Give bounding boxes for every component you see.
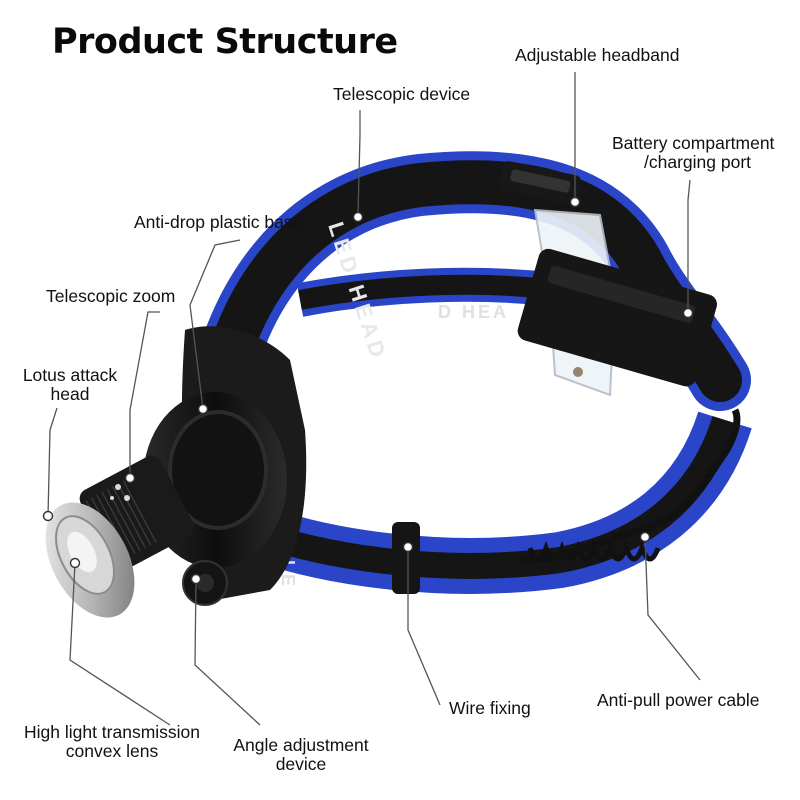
leader-lens (69, 562, 171, 726)
leader-wire (407, 547, 441, 706)
leader-cable (644, 536, 701, 681)
dot-telescopic-device (352, 211, 364, 223)
label-adjustable-headband: Adjustable headband (515, 45, 680, 65)
dot-angle (190, 573, 202, 585)
leader-lotus (47, 407, 58, 517)
label-high-light-lens: High light transmission convex lens (23, 722, 201, 761)
dot-anti-drop-base (197, 403, 209, 415)
leader-anti-drop-base (189, 239, 241, 410)
callout-dots (42, 196, 694, 585)
label-telescopic-zoom: Telescopic zoom (46, 286, 176, 306)
label-wire-fixing: Wire fixing (449, 698, 531, 718)
dot-battery (682, 307, 694, 319)
label-anti-drop-base: Anti-drop plastic base (134, 212, 303, 232)
label-battery-compartment: Battery compartment /charging port (612, 133, 775, 172)
label-telescopic-device: Telescopic device (333, 84, 471, 104)
leader-battery (687, 179, 691, 313)
leader-angle (194, 578, 261, 726)
leader-telescopic-device (357, 110, 361, 216)
strap-text-d-hea: D HEA (438, 302, 509, 322)
label-lotus-attack-head: Lotus attack head (22, 365, 118, 404)
headband-buckle (498, 161, 582, 205)
lamp-housing (45, 326, 307, 618)
battery-compartment (517, 248, 717, 387)
label-angle-adjustment: Angle adjustment device (233, 735, 369, 774)
dot-lens (69, 557, 81, 569)
leader-telescopic-zoom (129, 311, 160, 477)
label-anti-pull-cable: Anti-pull power cable (597, 690, 760, 710)
leader-lines (47, 72, 701, 726)
dot-cable (639, 531, 651, 543)
wire-clip (392, 522, 420, 594)
page-title: Product Structure (52, 22, 398, 62)
coiled-cable (519, 408, 741, 564)
dot-adjustable-headband (569, 196, 581, 208)
dot-telescopic-zoom (124, 472, 136, 484)
dot-wire (402, 541, 414, 553)
dot-lotus (42, 510, 54, 522)
